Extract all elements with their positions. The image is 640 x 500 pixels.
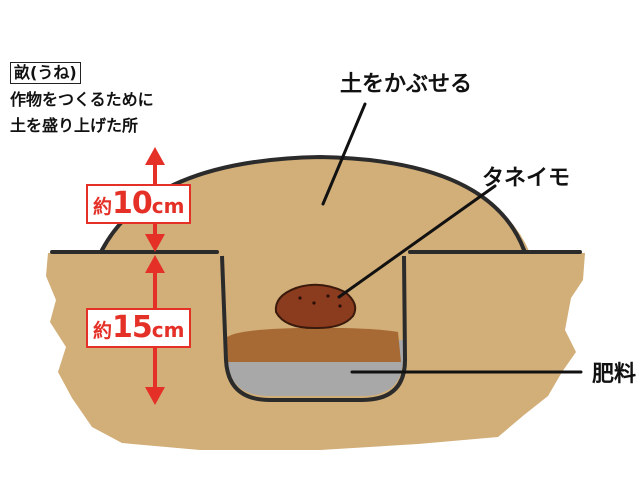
ridge-height-value: 10	[112, 186, 153, 221]
cover-soil-label: 土をかぶせる	[340, 72, 473, 97]
hole-depth-unit: cm	[151, 318, 185, 342]
hole-outline	[220, 255, 407, 402]
hole-depth-prefix: 約	[93, 320, 113, 342]
term-description-line-2: 土を盛り上げた所	[10, 116, 139, 135]
ridge-height-badge: 約10cm	[86, 184, 192, 224]
ridge-height-unit: cm	[151, 194, 185, 218]
seed-potato-label: タネイモ	[482, 166, 571, 191]
potato-eye	[312, 301, 316, 305]
seed-leader-line	[337, 184, 497, 299]
term-description-line-1: 作物をつくるために	[10, 90, 154, 109]
cover-leader-line	[321, 102, 367, 206]
fertilizer-label: 肥料	[592, 362, 637, 387]
ridge-height-prefix: 約	[93, 196, 113, 218]
potato-eye	[326, 294, 330, 298]
ridge-mound	[102, 157, 530, 253]
hole-depth-badge: 約15cm	[86, 308, 192, 348]
hole-depth-value: 15	[112, 310, 153, 345]
potato-eye	[298, 296, 302, 300]
seed-potato	[274, 283, 357, 330]
term-word-box: 畝(うね)	[10, 62, 81, 84]
compost-layer	[227, 327, 401, 362]
potato-eye	[338, 304, 342, 308]
